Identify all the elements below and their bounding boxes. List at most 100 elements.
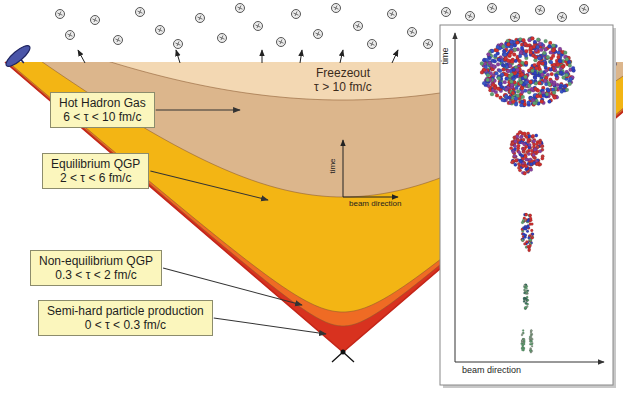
nucleon bbox=[521, 95, 525, 99]
hadron bbox=[91, 16, 100, 25]
nucleon bbox=[530, 69, 534, 73]
hadron-ball bbox=[156, 26, 165, 35]
nucleon bbox=[499, 81, 503, 85]
nucleon bbox=[487, 52, 491, 56]
nucleon bbox=[521, 61, 525, 65]
nucleon bbox=[565, 73, 569, 77]
nucleon bbox=[513, 154, 516, 157]
hadron bbox=[580, 5, 589, 14]
nucleon bbox=[531, 338, 533, 340]
nucleon bbox=[536, 162, 539, 165]
semi-hard-region bbox=[0, 22, 623, 395]
time-axis bbox=[343, 140, 344, 197]
nucleon bbox=[551, 44, 555, 48]
hadron-mark bbox=[198, 16, 203, 21]
nucleon bbox=[523, 42, 527, 46]
nucleon bbox=[551, 49, 555, 53]
nucleon bbox=[536, 38, 540, 42]
region-label: Freezeoutτ > 10 fm/c bbox=[310, 66, 376, 94]
nucleon bbox=[531, 37, 535, 41]
hadron-mark bbox=[220, 36, 225, 41]
nucleon bbox=[524, 75, 528, 79]
particle-arrow bbox=[262, 50, 263, 63]
nucleon bbox=[531, 135, 534, 138]
stage-name: Non-equilibrium QGP bbox=[39, 254, 153, 268]
nucleon bbox=[516, 68, 520, 72]
nucleon bbox=[514, 140, 517, 143]
detector bbox=[3, 43, 35, 73]
nucleon bbox=[536, 145, 539, 148]
nucleon bbox=[522, 343, 524, 345]
nucleon bbox=[521, 164, 524, 167]
nucleon bbox=[510, 60, 514, 64]
nucleon bbox=[519, 81, 523, 85]
nucleon bbox=[497, 58, 501, 62]
nucleon bbox=[535, 134, 538, 137]
nucleon bbox=[558, 47, 562, 51]
nucleon bbox=[560, 70, 564, 74]
hadron bbox=[196, 14, 205, 23]
nucleon bbox=[529, 349, 531, 351]
nucleon bbox=[525, 150, 528, 153]
particle-arrow bbox=[340, 50, 343, 63]
nucleon bbox=[531, 340, 533, 342]
nucleon bbox=[486, 73, 490, 77]
hadron-ball bbox=[277, 38, 286, 47]
nucleon bbox=[501, 98, 505, 102]
axis-label: time bbox=[441, 47, 451, 64]
nucleon bbox=[491, 83, 495, 87]
hadron-ball bbox=[174, 40, 183, 49]
nucleon bbox=[521, 239, 524, 242]
hadron-mark bbox=[426, 42, 431, 47]
equilibrium-qgp-region bbox=[0, 3, 623, 395]
nucleon bbox=[529, 46, 533, 50]
nucleon bbox=[516, 90, 520, 94]
hadron-mark bbox=[138, 10, 143, 15]
nucleon bbox=[549, 68, 553, 72]
hadron-mark bbox=[468, 14, 473, 19]
axis-label: time bbox=[329, 158, 338, 173]
nucleon bbox=[521, 334, 523, 336]
nucleon bbox=[523, 292, 525, 294]
nucleon bbox=[497, 76, 501, 80]
nucleon bbox=[529, 168, 532, 171]
nucleon bbox=[552, 81, 556, 85]
nucleon bbox=[518, 169, 521, 172]
nucleon bbox=[525, 80, 529, 84]
hadron-ball bbox=[368, 40, 377, 49]
nucleon bbox=[484, 65, 488, 69]
nucleon bbox=[510, 161, 513, 164]
hadron-mark bbox=[58, 12, 63, 17]
nucleon bbox=[508, 53, 512, 57]
nucleon bbox=[534, 55, 538, 59]
nucleon bbox=[556, 63, 560, 67]
light-cone bbox=[0, 3, 623, 395]
nucleon bbox=[571, 66, 575, 70]
nucleon bbox=[516, 135, 519, 138]
nucleon bbox=[534, 87, 538, 91]
nucleon bbox=[526, 296, 528, 298]
nucleon bbox=[527, 84, 531, 88]
nucleon bbox=[526, 220, 529, 223]
hadron-ball bbox=[536, 6, 545, 15]
hadron bbox=[156, 26, 165, 35]
time-range: 0 < τ < 0.3 fm/c bbox=[47, 318, 204, 332]
hadron-ball bbox=[408, 28, 417, 37]
nucleon bbox=[506, 59, 510, 63]
nucleon bbox=[514, 103, 518, 107]
nucleon bbox=[522, 38, 526, 42]
hadron bbox=[236, 4, 245, 13]
nucleon bbox=[530, 330, 532, 332]
nucleon bbox=[496, 63, 500, 67]
nucleon bbox=[502, 53, 506, 57]
nucleon bbox=[512, 68, 516, 72]
nucleon bbox=[565, 88, 569, 92]
nucleon bbox=[568, 64, 572, 68]
nucleon bbox=[563, 51, 567, 55]
nucleon bbox=[529, 340, 531, 342]
nucleon bbox=[530, 333, 532, 335]
hadron-mark bbox=[490, 6, 495, 11]
leader-arrow bbox=[150, 171, 268, 200]
nucleon bbox=[529, 350, 531, 352]
nucleon bbox=[525, 49, 529, 53]
